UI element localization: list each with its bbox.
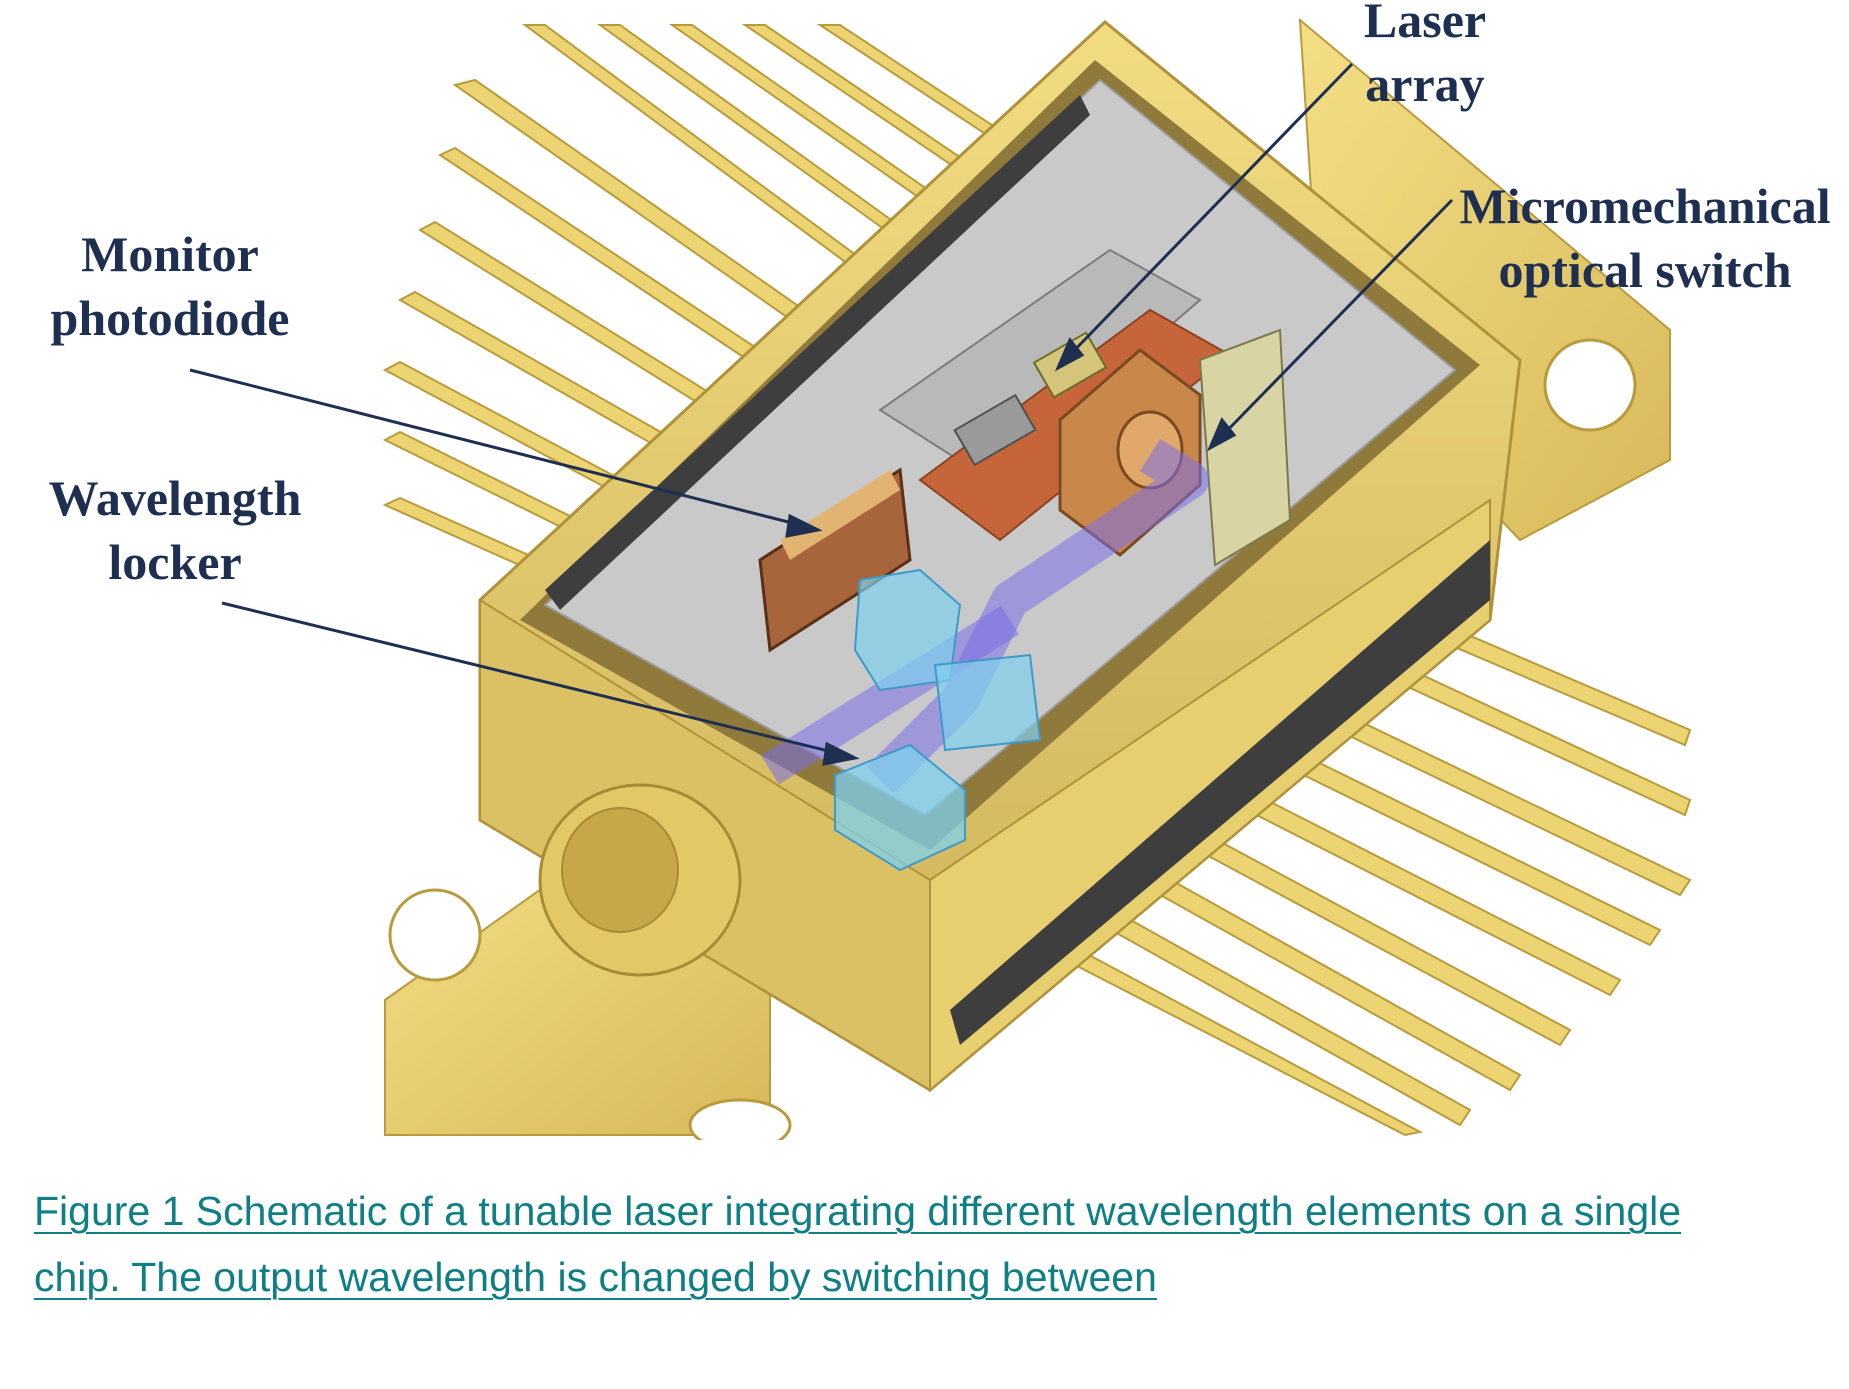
laser-module-illustration	[189, 17, 1692, 1140]
figure-caption-link[interactable]: Figure 1 Schematic of a tunable laser in…	[34, 1188, 1682, 1300]
label-laser-array: Laser array	[1363, 0, 1487, 112]
label-micromechanical-switch: Micromechanical optical switch	[1459, 178, 1831, 298]
laser-array-chip	[1032, 331, 1108, 399]
label-monitor-photodiode: Monitor photodiode	[50, 226, 290, 346]
annotation-arrows	[189, 62, 1454, 766]
wavelength-locker-cubes	[834, 568, 1042, 872]
optical-beam-path	[866, 438, 1209, 794]
internal-components	[758, 248, 1292, 872]
label-wavelength-locker: Wavelength locker	[48, 470, 302, 590]
